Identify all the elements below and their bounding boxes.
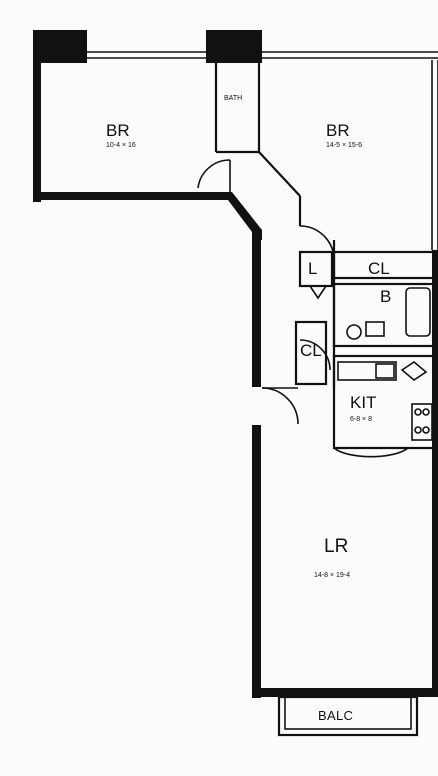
bedroom-2-label: BR xyxy=(326,121,350,140)
closet-2-label: CL xyxy=(300,341,322,360)
linen-label: L xyxy=(308,259,317,278)
bath-fixtures xyxy=(346,287,431,340)
door-swings xyxy=(197,159,409,458)
kitchen-fixtures xyxy=(337,361,433,441)
kitchen-label: KIT xyxy=(350,393,376,412)
bath-1-label: BATH xyxy=(224,95,242,102)
bedroom-2-size: 14-5 × 15-6 xyxy=(326,142,362,149)
living-room-label: LR xyxy=(324,536,348,557)
living-room-size: 14-8 × 19-4 xyxy=(314,572,350,579)
kitchen-size: 6-8 × 8 xyxy=(350,416,372,423)
bedroom-1-label: BR xyxy=(106,121,130,140)
labels: BR 10-4 × 16 BR 14-5 × 15-6 BATH L CL B … xyxy=(106,95,391,723)
bath-2-label: B xyxy=(380,287,391,306)
balcony-label: BALC xyxy=(318,708,353,723)
balcony xyxy=(277,695,419,737)
closet-1-label: CL xyxy=(368,259,390,278)
bedroom-1-size: 10-4 × 16 xyxy=(106,142,136,149)
windows xyxy=(87,51,438,250)
interior-walls xyxy=(214,63,436,450)
exterior-walls xyxy=(33,30,438,698)
